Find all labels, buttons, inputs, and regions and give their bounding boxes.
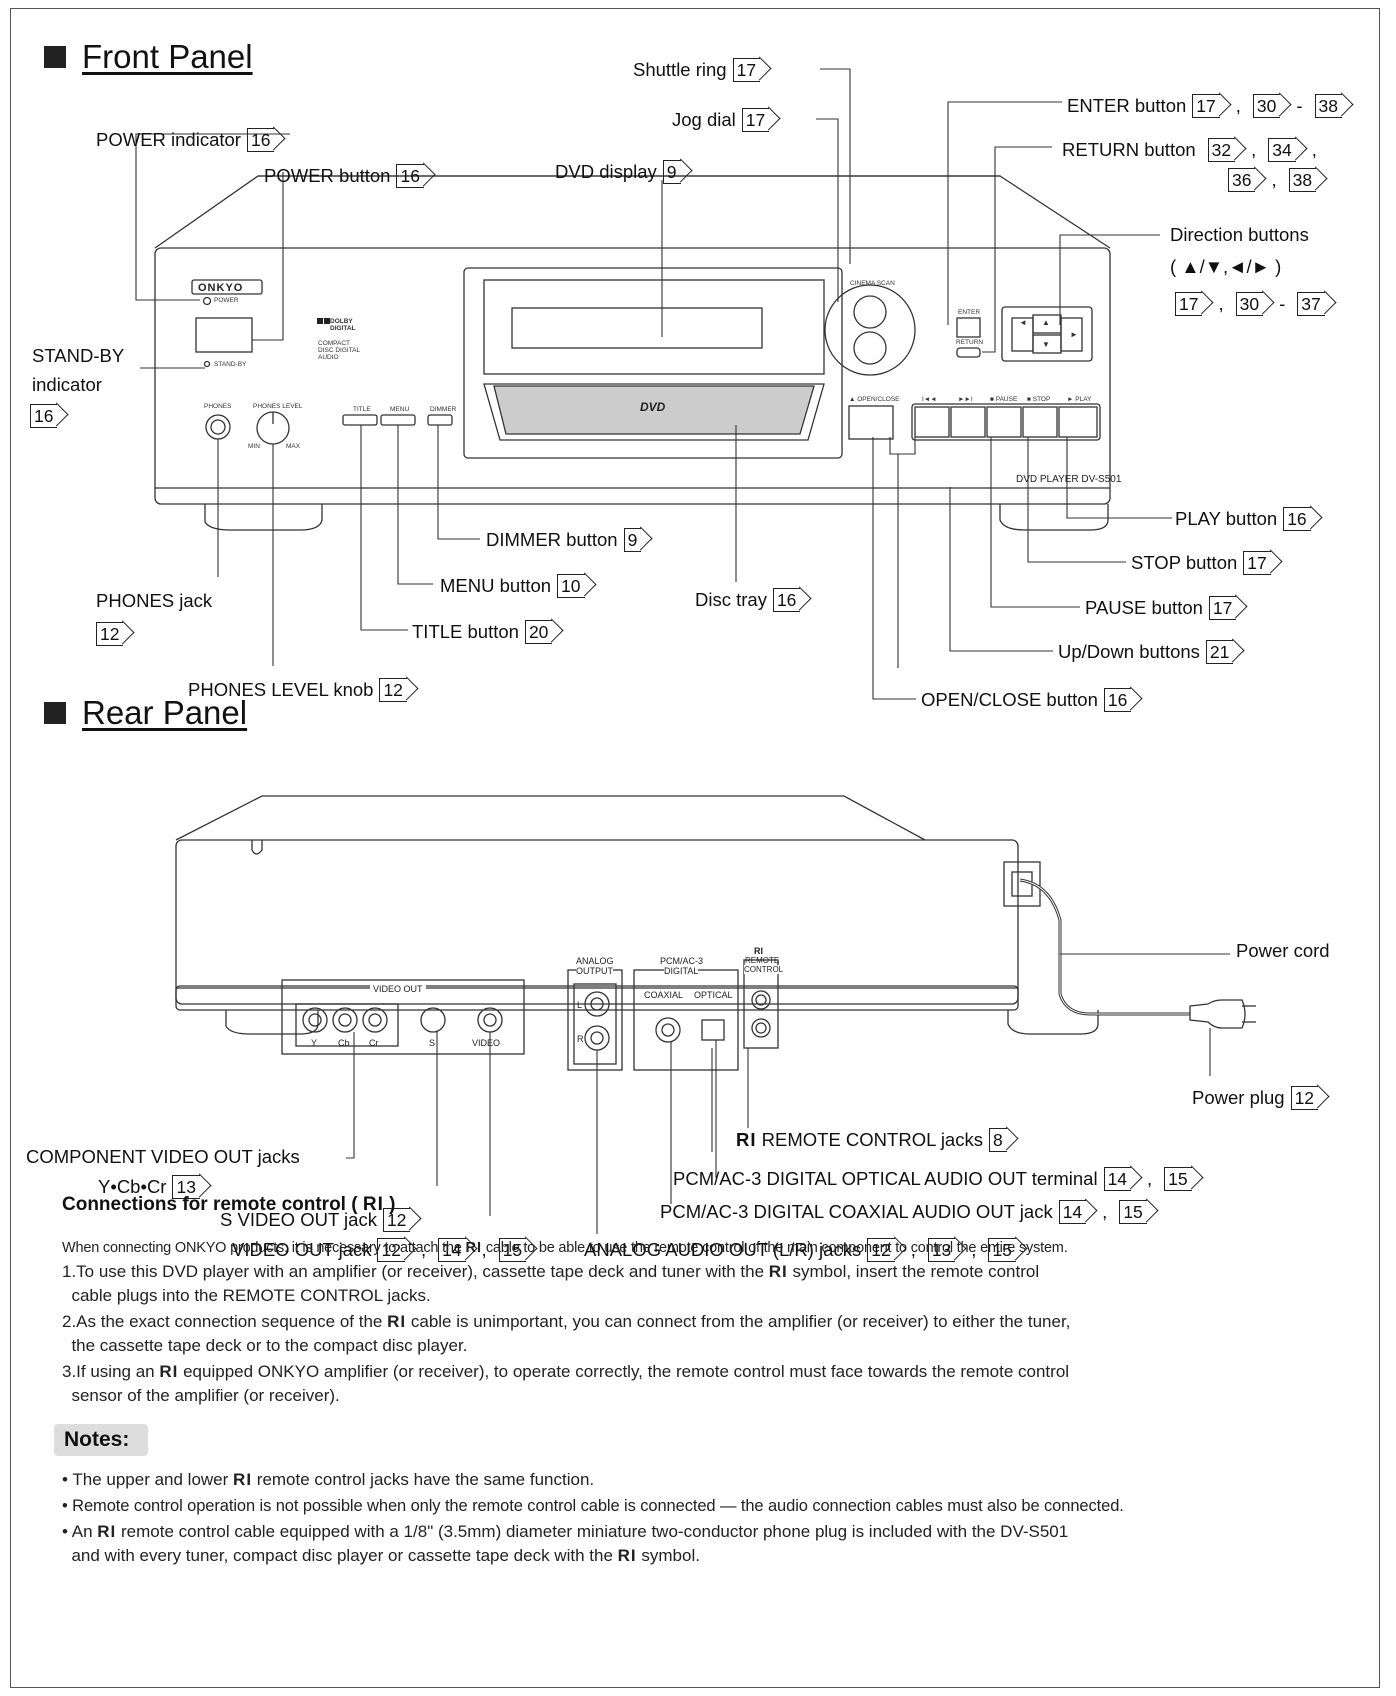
left-arrow-icon: ◄ — [1019, 318, 1027, 327]
control-label: CONTROL — [744, 965, 784, 974]
right-arrow-icon: ► — [1070, 330, 1078, 339]
callout-direction-pages: 17,30-37 — [1175, 292, 1335, 316]
power-small-label: POWER — [214, 297, 239, 304]
callout-direction-buttons: Direction buttons — [1170, 224, 1309, 245]
cinema-scan-label: CINEMA SCAN — [850, 280, 895, 287]
callout-phones-jack: PHONES jack — [96, 590, 213, 611]
dolby-logo: DOLBY DIGITAL — [330, 318, 356, 332]
rear-panel-heading: Rear Panel — [44, 694, 247, 732]
r-label: R — [577, 1034, 584, 1044]
phones-level-small-label: PHONES LEVEL — [253, 403, 303, 410]
analog-label: ANALOG — [576, 956, 614, 966]
coaxial-label: COAXIAL — [644, 990, 684, 1000]
y-label: Y — [311, 1038, 318, 1048]
note-3: • An RI remote control cable equipped wi… — [62, 1522, 1069, 1565]
callout-phones-jack-page: 12 — [96, 622, 133, 646]
phones-small-label: PHONES — [204, 403, 232, 410]
callout-component-out: COMPONENT VIDEO OUT jacks — [26, 1146, 300, 1167]
enter-small-label: ENTER — [958, 309, 981, 316]
title-small-label: TITLE — [353, 406, 371, 413]
remote-label: REMOTE — [745, 956, 780, 965]
connections-heading: Connections for remote control ( RI ) — [62, 1194, 396, 1215]
max-label: MAX — [286, 443, 301, 450]
min-label: MIN — [248, 443, 260, 450]
standby-small-label: STAND-BY — [214, 361, 247, 368]
note-2: • Remote control operation is not possib… — [62, 1497, 1124, 1515]
dimmer-small-label: DIMMER — [430, 406, 457, 413]
callout-standby-page: 16 — [30, 404, 67, 428]
callout-optical-out: PCM/AC-3 DIGITAL OPTICAL AUDIO OUT termi… — [673, 1167, 1202, 1191]
dvd-logo: DVD — [640, 400, 666, 414]
connections-item-3: 3.If using an RI equipped ONKYO amplifie… — [62, 1362, 1070, 1405]
callout-direction-symbols: ( ▲/▼,◄/► ) — [1170, 256, 1282, 277]
output-label: OUTPUT — [576, 966, 613, 976]
play-small-label: ► PLAY — [1067, 396, 1092, 403]
up-arrow-icon: ▲ — [1042, 318, 1050, 327]
ri-small-logo: RI — [754, 946, 763, 956]
l-label: L — [577, 1000, 583, 1010]
onkyo-logo: ONKYO — [198, 282, 244, 294]
note-1: • The upper and lower RI remote control … — [62, 1470, 595, 1489]
digital-label: DIGITAL — [664, 966, 699, 976]
compact-disc-logo: COMPACT DISC DIGITAL AUDIO — [318, 340, 360, 361]
open-close-small-label: ▲ OPEN/CLOSE — [849, 396, 900, 403]
connections-intro: When connecting ONKYO products, it is ne… — [62, 1240, 1068, 1256]
callout-return-button-2: 36,38 — [1222, 168, 1326, 192]
callout-power-cord: Power cord — [1236, 940, 1330, 961]
callout-standby-indicator-2: indicator — [32, 374, 102, 395]
connections-item-1: 1.To use this DVD player with an amplifi… — [62, 1262, 1040, 1305]
callout-standby-indicator-1: STAND-BY — [32, 345, 125, 366]
front-panel-heading: Front Panel — [44, 38, 253, 76]
notes-heading: Notes: — [54, 1424, 148, 1456]
video-label: VIDEO — [472, 1038, 501, 1048]
cb-label: Cb — [338, 1038, 350, 1048]
s-label: S — [429, 1038, 436, 1048]
pause-small-label: ■ PAUSE — [990, 396, 1018, 403]
optical-label: OPTICAL — [694, 990, 733, 1000]
prev-small-label: I◄◄ — [922, 396, 937, 403]
stop-small-label: ■ STOP — [1027, 396, 1051, 403]
down-arrow-icon: ▼ — [1042, 340, 1050, 349]
connections-item-2: 2.As the exact connection sequence of th… — [62, 1312, 1071, 1355]
model-label: DVD PLAYER DV-S501 — [1016, 474, 1122, 485]
next-small-label: ►►I — [958, 396, 973, 403]
video-out-group-label: VIDEO OUT — [370, 984, 426, 994]
menu-small-label: MENU — [390, 406, 410, 413]
pcm-label: PCM/AC-3 — [660, 956, 704, 966]
page-frame — [10, 8, 1380, 1688]
cr-label: Cr — [369, 1038, 379, 1048]
return-small-label: RETURN — [956, 339, 984, 346]
